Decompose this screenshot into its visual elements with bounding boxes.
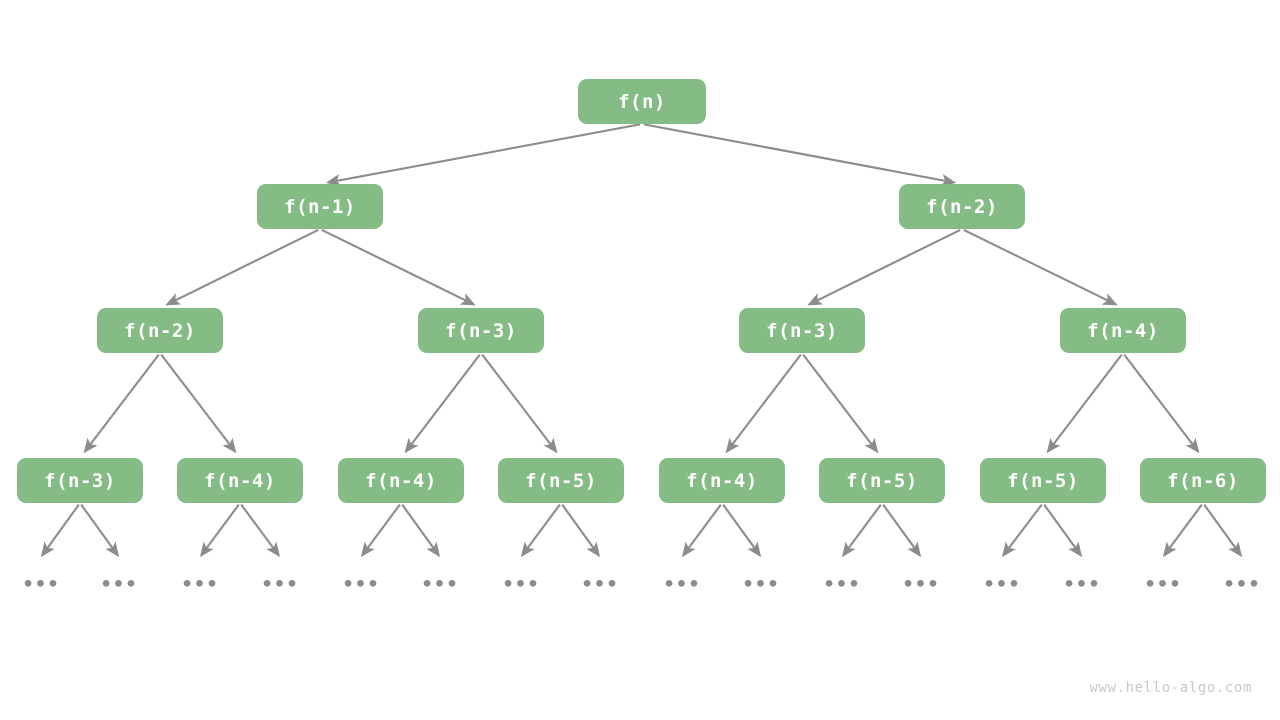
tree-edge (643, 123, 957, 187)
ellipsis-marker: ••• (100, 573, 138, 596)
leaf-edges (40, 503, 1243, 558)
tree-node: f(n-5) (819, 458, 945, 503)
ellipsis-marker: ••• (902, 573, 940, 596)
tree-node: f(n-3) (418, 308, 544, 353)
ellipsis-marker: ••• (663, 573, 701, 596)
leaf-edge (681, 503, 722, 558)
tree-edges (83, 123, 1200, 454)
tree-node: f(n-4) (338, 458, 464, 503)
tree-node: f(n-5) (980, 458, 1106, 503)
tree-edge (1123, 353, 1200, 454)
ellipsis-marker: ••• (1063, 573, 1101, 596)
tree-node: f(n-3) (739, 308, 865, 353)
tree-edge (325, 123, 641, 187)
leaf-edge (80, 504, 120, 558)
tree-edge (160, 353, 237, 454)
leaf-edge (841, 503, 882, 558)
leaf-edge (561, 504, 601, 558)
ellipsis-marker: ••• (823, 573, 861, 596)
tree-edge (802, 353, 879, 454)
leaf-edge (722, 504, 762, 558)
ellipsis-marker: ••• (181, 573, 219, 596)
tree-node: f(n-4) (659, 458, 785, 503)
leaf-edge (40, 504, 80, 558)
tree-node: f(n-2) (97, 308, 223, 353)
leaf-edge (1203, 504, 1243, 558)
leaf-edge (401, 504, 441, 558)
ellipsis-marker: ••• (581, 573, 619, 596)
tree-edge (321, 228, 476, 306)
leaf-edge (199, 503, 240, 558)
tree-edge (481, 353, 558, 454)
ellipsis-marker: ••• (421, 573, 459, 596)
tree-edge (404, 353, 481, 454)
tree-node: f(n-5) (498, 458, 624, 503)
tree-edge (165, 228, 319, 306)
leaf-edge (1162, 503, 1203, 558)
tree-edge (807, 228, 961, 306)
ellipsis-marker: ••• (1144, 573, 1182, 596)
ellipsis-marker: ••• (502, 573, 540, 596)
leaf-edge (520, 503, 561, 558)
leaf-edge (1001, 503, 1043, 558)
tree-edge (1046, 353, 1123, 454)
tree-node: f(n-3) (17, 458, 143, 503)
ellipsis-marker: ••• (1223, 573, 1261, 596)
leaf-edge (882, 504, 922, 558)
leaf-edge (360, 503, 401, 558)
tree-node: f(n-4) (177, 458, 303, 503)
leaf-edge (1043, 504, 1083, 558)
ellipsis-marker: ••• (742, 573, 780, 596)
tree-edge (83, 353, 160, 454)
watermark: www.hello-algo.com (1089, 680, 1252, 696)
tree-node: f(n) (578, 79, 706, 124)
tree-node: f(n-4) (1060, 308, 1186, 353)
tree-node: f(n-1) (257, 184, 383, 229)
ellipsis-marker: ••• (22, 573, 60, 596)
leaf-edge (240, 503, 281, 558)
ellipsis-marker: ••• (342, 573, 380, 596)
tree-edge (963, 228, 1118, 306)
tree-node: f(n-6) (1140, 458, 1266, 503)
tree-node: f(n-2) (899, 184, 1025, 229)
ellipsis-marker: ••• (983, 573, 1021, 596)
ellipsis-marker: ••• (261, 573, 299, 596)
tree-edge (725, 353, 802, 454)
